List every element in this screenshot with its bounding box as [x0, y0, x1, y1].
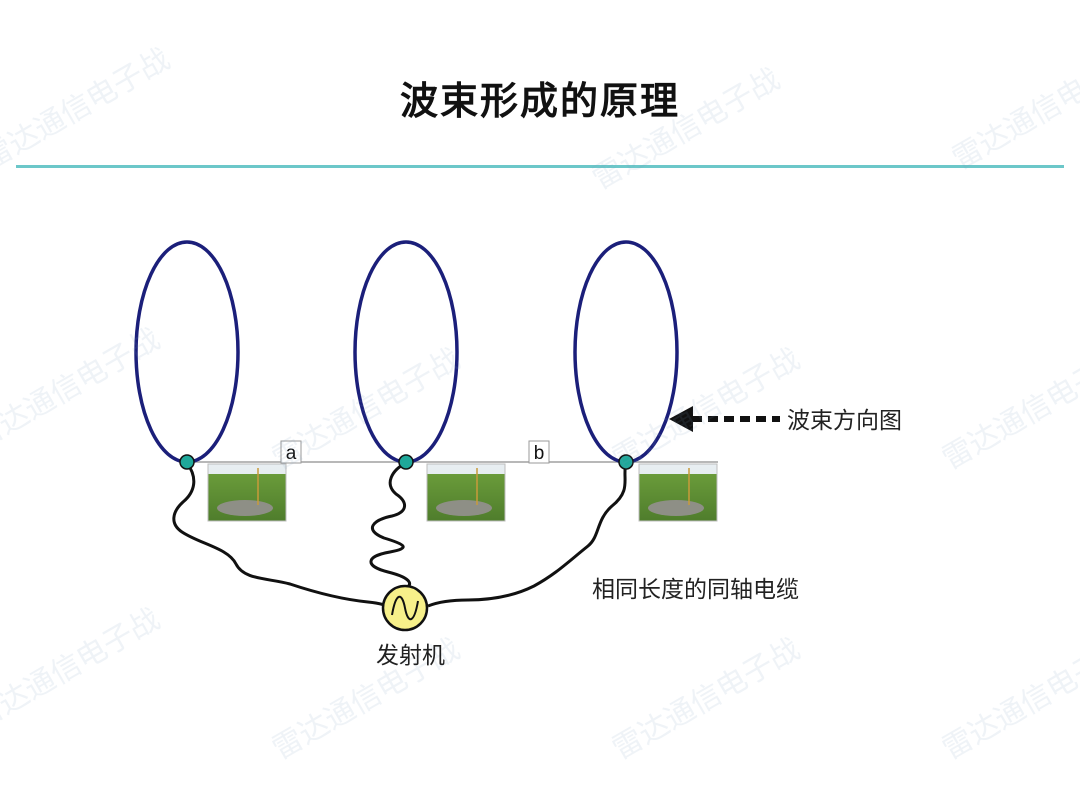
watermark-1: 雷达通信电子战	[0, 42, 176, 177]
beam-direction-label: 波束方向图	[787, 408, 902, 434]
spacing-box-a	[280, 440, 302, 464]
spacing-label-b: b	[534, 443, 545, 464]
feed-node-right	[618, 454, 634, 470]
watermark-5: 雷达通信电子战	[267, 342, 466, 477]
slide-title: 波束形成的原理	[399, 79, 680, 123]
watermark-3: 雷达通信电子战	[947, 42, 1080, 177]
watermark-2: 雷达通信电子战	[587, 62, 786, 197]
cable-left	[172, 462, 387, 608]
watermark-layer: 雷达通信电子战 雷达通信电子战 雷达通信电子战 雷达通信电子战 雷达通信电子战 …	[0, 42, 1080, 767]
antenna-photo-left	[207, 463, 287, 522]
beam-direction-arrowhead	[669, 406, 693, 432]
antenna-photo-right	[638, 463, 718, 522]
watermark-10: 雷达通信电子战	[607, 632, 806, 767]
transmitter-label: 发射机	[376, 643, 445, 669]
feed-node-left	[179, 454, 195, 470]
watermark-11: 雷达通信电子战	[937, 632, 1080, 767]
coax-cable-label: 相同长度的同轴电缆	[592, 577, 799, 603]
feed-node-middle	[398, 454, 414, 470]
watermark-4: 雷达通信电子战	[0, 322, 166, 457]
spacing-label-a: a	[286, 443, 297, 464]
antenna-photo-middle	[426, 463, 506, 522]
watermark-8: 雷达通信电子战	[0, 602, 166, 737]
spacing-box-b	[528, 440, 550, 464]
watermark-6: 雷达通信电子战	[607, 342, 806, 477]
title-divider	[16, 165, 1064, 168]
watermark-7: 雷达通信电子战	[937, 342, 1080, 477]
sine-wave-icon	[391, 595, 419, 621]
cable-middle	[369, 461, 412, 596]
cable-right	[427, 462, 628, 608]
